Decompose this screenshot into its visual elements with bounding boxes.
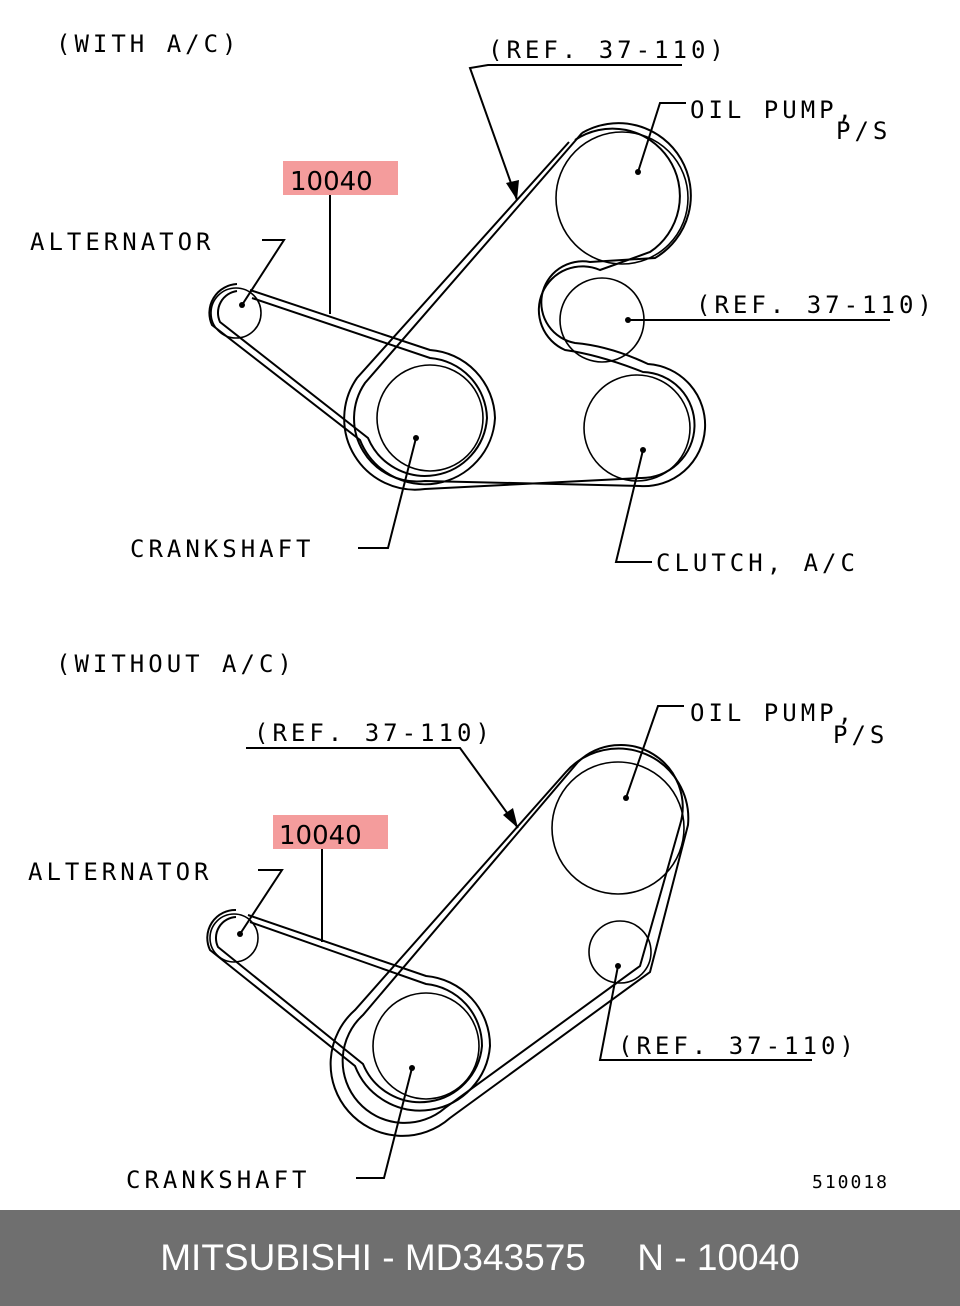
leader-alternator-bottom (239, 869, 284, 935)
heading-with-ac: (WITH A/C) (56, 30, 241, 58)
ps-label-top: P/S (836, 117, 891, 145)
ps-ac-belt (343, 122, 707, 491)
part-ref: N - 10040 (637, 1237, 800, 1278)
clutch-label: CLUTCH, A/C (656, 549, 859, 577)
oil-pump-pulley (555, 131, 689, 265)
ac-clutch-pulley (583, 374, 691, 482)
ref-label-mid: (REF. 37-110) (696, 291, 936, 319)
belt-routing-diagram: (WITH A/C) 10040 (REF. 37-110) OIL PUMP,… (28, 30, 936, 1194)
callout-10040-top: 10040 (290, 167, 373, 197)
leader-callout-top (329, 193, 398, 314)
alternator-belt (208, 283, 497, 486)
leader-ref-low (598, 965, 812, 1061)
ps-belt (329, 743, 690, 1137)
alternator-belt-2 (206, 908, 492, 1112)
oil-pump-label-top: OIL PUMP, (690, 96, 856, 124)
part-footer: MITSUBISHI - MD343575 N - 10040 (0, 1210, 960, 1306)
crankshaft-label-top: CRANKSHAFT (130, 535, 315, 563)
oil-pump-label-bottom: OIL PUMP, (690, 699, 856, 727)
with-ac-diagram: (WITH A/C) 10040 (REF. 37-110) OIL PUMP,… (30, 30, 936, 577)
leader-crankshaft-bottom (356, 1067, 413, 1179)
brand-part-number: MITSUBISHI - MD343575 (160, 1237, 586, 1278)
leader-alternator-top (241, 239, 286, 306)
ps-label-bottom: P/S (833, 721, 888, 749)
leader-oil-pump-bottom (625, 705, 684, 799)
leader-ref-top (468, 64, 682, 201)
tensioner-pulley (588, 920, 652, 984)
ref-label-low: (REF. 37-110) (618, 1032, 858, 1060)
leader-crankshaft-top (358, 437, 417, 549)
crankshaft-pulley-inner (376, 364, 484, 472)
leader-clutch (614, 449, 652, 563)
ref-label-top-bottom: (REF. 37-110) (254, 719, 494, 747)
oil-pump-pulley-2 (551, 761, 685, 895)
heading-without-ac: (WITHOUT A/C) (56, 650, 296, 678)
alternator-label-bottom: ALTERNATOR (28, 858, 213, 886)
crankshaft-label-bottom: CRANKSHAFT (126, 1166, 311, 1194)
callout-highlight-bottom (273, 815, 388, 849)
leader-ref-top-bottom (246, 747, 519, 829)
ref-label-top: (REF. 37-110) (488, 36, 728, 64)
without-ac-diagram: (WITHOUT A/C) 10040 (REF. 37-110) OIL PU… (28, 650, 889, 1194)
leader-oil-pump-top (637, 102, 686, 173)
alternator-label-top: ALTERNATOR (30, 228, 215, 256)
callout-10040-bottom: 10040 (279, 821, 362, 851)
figure-code: 510018 (812, 1172, 889, 1193)
crankshaft-pulley-inner-2 (372, 992, 480, 1100)
leader-callout-bottom (321, 847, 388, 942)
callout-highlight-top (283, 161, 398, 195)
